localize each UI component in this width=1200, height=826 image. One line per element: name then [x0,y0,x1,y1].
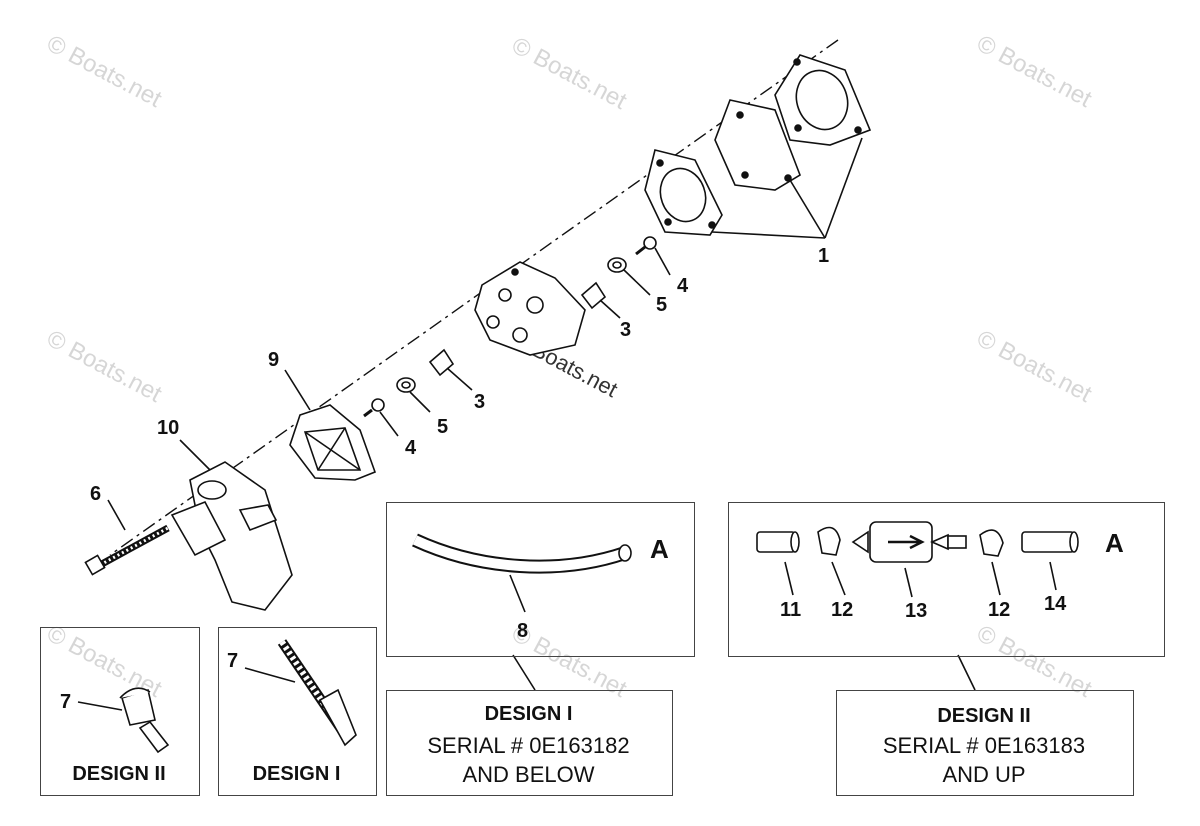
design2-filter-box [728,502,1165,657]
fuel-hose-8 [412,533,632,574]
fitting-7-design1 [277,639,357,747]
gasket-9 [289,404,377,481]
connector-a: A [650,534,669,564]
design2-fitting-box [40,627,200,796]
clamp-12b [979,529,1004,557]
callout-5: 5 [656,294,668,316]
filter-13 [851,521,967,563]
screw-4b [363,398,385,418]
callout-14: 14 [1044,593,1067,615]
hose-14 [1021,531,1079,553]
callout-6: 6 [90,483,102,505]
washer-5a [607,257,627,273]
design1-hose-box [386,502,695,657]
gasket-1b [714,99,801,191]
design1-range: AND BELOW [462,762,595,787]
callout-11: 11 [780,599,802,621]
callout-5: 5 [437,416,449,438]
design1-fitting-label: DESIGN I [252,763,341,785]
clamp-12a [817,526,841,556]
callout-10: 10 [157,417,180,439]
callout-7: 7 [60,691,72,713]
design2-range: AND UP [942,762,1026,787]
callout-7: 7 [227,650,239,672]
washer-5b [396,377,416,393]
hose-11 [756,531,800,553]
screw-4a [635,236,657,256]
pump-body [474,261,586,356]
callout-3: 3 [474,391,486,413]
housing-10 [170,461,293,611]
clip-3a [580,281,607,310]
gasket-1c [644,149,723,236]
fitting-7-design2 [119,687,170,754]
callout-12: 12 [988,599,1011,621]
callout-9: 9 [268,349,280,371]
design1-title: DESIGN I [484,703,573,725]
design1-serial: SERIAL # 0E163182 [427,733,630,758]
design2-serial-box [836,690,1134,796]
callout-4: 4 [405,437,417,459]
design1-fitting-box [218,627,377,796]
callout-8: 8 [517,620,529,642]
bolt-6 [84,524,170,576]
design2-title: DESIGN II [937,705,1031,727]
gasket-1a [774,54,872,146]
center-line [109,39,839,556]
connector-a: A [1105,528,1124,558]
callout-3: 3 [620,319,632,341]
callout-12: 12 [831,599,854,621]
callout-4: 4 [677,275,689,297]
design1-serial-box [386,690,673,796]
design2-fitting-label: DESIGN II [72,763,166,785]
callout-1: 1 [818,245,830,267]
design2-serial: SERIAL # 0E163183 [882,733,1086,758]
callout-13: 13 [905,600,928,622]
